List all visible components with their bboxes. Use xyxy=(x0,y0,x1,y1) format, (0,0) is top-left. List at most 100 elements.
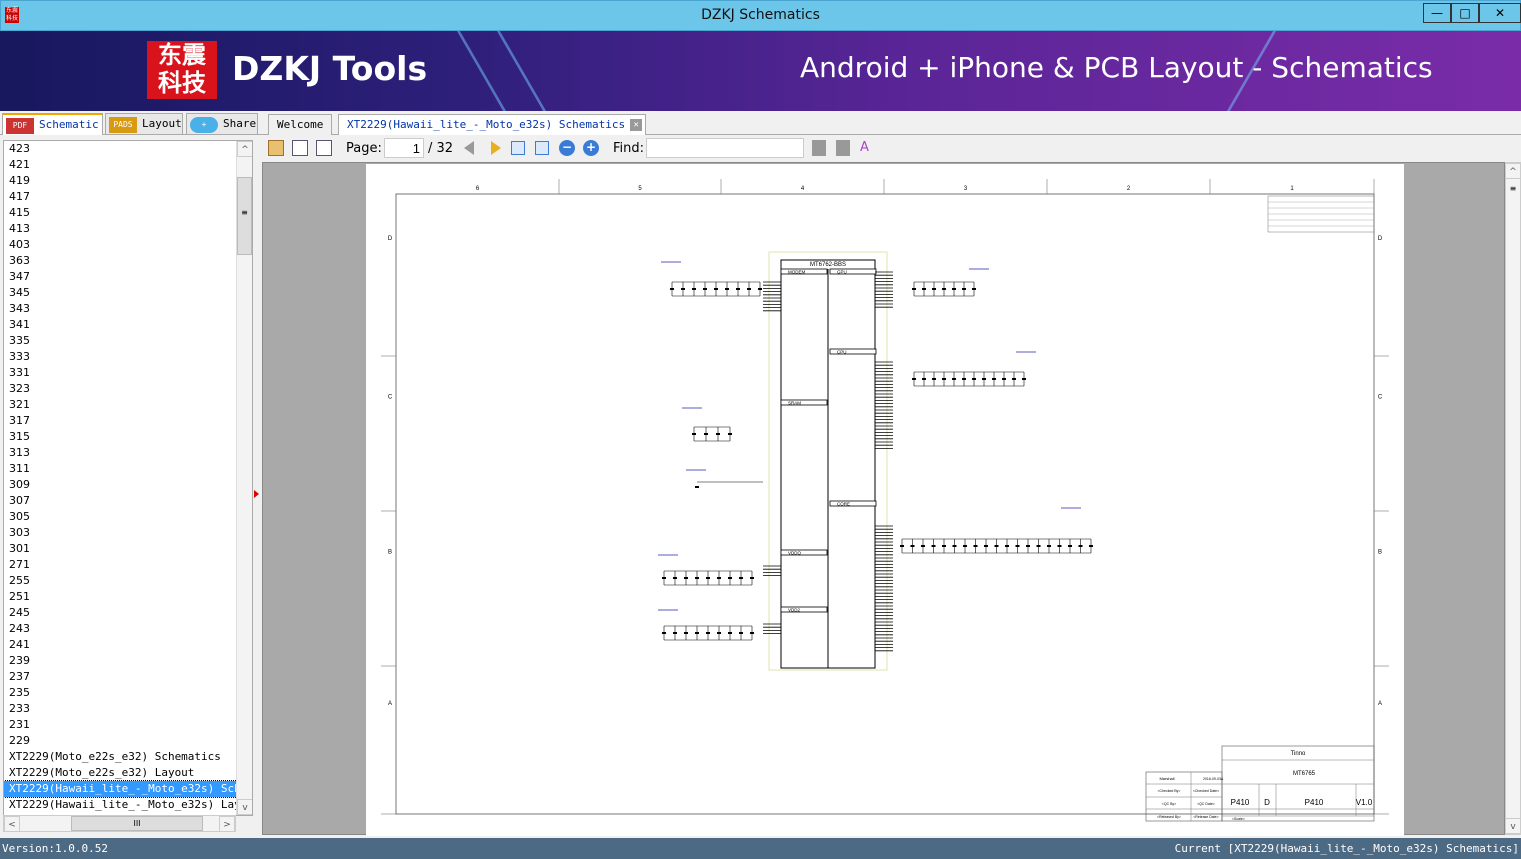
file-list: 423 421 419 417 415 413 403 363 347 345 343 341 335 3… xyxy=(4,141,238,813)
list-item[interactable]: 363 xyxy=(9,254,30,267)
capacitor xyxy=(684,577,688,579)
file-item[interactable]: XT2229(Hawaii_lite_-_Moto_e32s) Layout xyxy=(9,798,237,811)
list-item[interactable]: 331 xyxy=(9,366,30,379)
capacitor xyxy=(952,378,956,380)
capacitor xyxy=(1057,545,1062,547)
list-item[interactable]: 423 xyxy=(9,142,30,155)
list-item[interactable]: 233 xyxy=(9,702,30,715)
list-item[interactable]: 347 xyxy=(9,270,30,283)
title-block-text: V1.0 xyxy=(1356,798,1373,807)
list-item[interactable]: 313 xyxy=(9,446,30,459)
list-item[interactable]: 417 xyxy=(9,190,30,203)
capacitor xyxy=(716,433,720,435)
scroll-left-icon[interactable]: < xyxy=(4,816,20,832)
find-input[interactable] xyxy=(646,138,804,158)
list-item[interactable]: 343 xyxy=(9,302,30,315)
list-item[interactable]: 251 xyxy=(9,590,30,603)
tab-share[interactable]: +Share xyxy=(186,113,258,135)
list-item[interactable]: 241 xyxy=(9,638,30,651)
find-prev-icon[interactable] xyxy=(812,140,826,156)
toolbar: Page: / 32 − + Find: A xyxy=(262,135,1521,162)
list-item[interactable]: 413 xyxy=(9,222,30,235)
list-item[interactable]: 323 xyxy=(9,382,30,395)
list-item[interactable]: 315 xyxy=(9,430,30,443)
app-icon: 东震科技 xyxy=(5,7,19,23)
list-item[interactable]: 345 xyxy=(9,286,30,299)
border-frame xyxy=(395,193,1375,815)
open-icon[interactable] xyxy=(268,140,284,156)
scroll-thumb[interactable]: ≡ xyxy=(237,177,252,255)
list-item[interactable]: 419 xyxy=(9,174,30,187)
list-item[interactable]: 271 xyxy=(9,558,30,571)
maximize-button[interactable]: □ xyxy=(1451,3,1479,23)
fit-page-icon[interactable] xyxy=(535,141,549,155)
list-item[interactable]: 303 xyxy=(9,526,30,539)
vertical-scrollbar[interactable]: ^ ≡ v xyxy=(236,141,252,815)
capacitor xyxy=(739,632,743,634)
scroll-down-icon[interactable]: v xyxy=(237,799,252,815)
highlight-text-icon[interactable]: A xyxy=(860,140,869,155)
capacitor xyxy=(921,545,925,547)
horizontal-scrollbar[interactable]: < III > xyxy=(3,815,236,832)
capacitor xyxy=(728,632,732,634)
list-item[interactable]: 235 xyxy=(9,686,30,699)
list-item[interactable]: 231 xyxy=(9,718,30,731)
scroll-up-icon[interactable]: ^ xyxy=(1505,163,1521,179)
file-item[interactable]: XT2229(Moto_e22s_e32) Schematics xyxy=(9,750,221,763)
banner: 东震科技 DZKJ Tools Android + iPhone & PCB L… xyxy=(0,31,1521,111)
list-item[interactable]: 255 xyxy=(9,574,30,587)
list-item[interactable]: 403 xyxy=(9,238,30,251)
close-button[interactable]: ✕ xyxy=(1479,3,1521,23)
scroll-up-icon[interactable]: ^ xyxy=(237,141,252,157)
list-item[interactable]: 341 xyxy=(9,318,30,331)
file-item[interactable]: XT2229(Hawaii_lite_-_Moto_e32s) Schemati… xyxy=(4,780,238,798)
list-item[interactable]: 229 xyxy=(9,734,30,747)
list-item[interactable]: 301 xyxy=(9,542,30,555)
file-item[interactable]: XT2229(Moto_e22s_e32) Layout xyxy=(9,766,195,779)
capacitor xyxy=(994,545,999,547)
scroll-thumb[interactable]: III xyxy=(71,816,203,831)
close-tab-icon[interactable]: ✕ xyxy=(630,119,643,131)
capacitor xyxy=(942,288,946,290)
next-page-copy-icon[interactable] xyxy=(316,140,332,156)
list-item[interactable]: 243 xyxy=(9,622,30,635)
scroll-right-icon[interactable]: > xyxy=(219,816,235,832)
list-item[interactable]: 305 xyxy=(9,510,30,523)
capacitor xyxy=(962,288,966,290)
list-item[interactable]: 335 xyxy=(9,334,30,347)
fit-width-icon[interactable] xyxy=(511,141,525,155)
scroll-down-icon[interactable]: v xyxy=(1505,818,1521,834)
capacitor xyxy=(673,632,677,634)
list-item[interactable]: 321 xyxy=(9,398,30,411)
prev-page-icon[interactable] xyxy=(464,141,474,155)
collapse-arrow-icon[interactable] xyxy=(254,490,259,498)
next-page-icon[interactable] xyxy=(491,141,501,155)
list-item[interactable]: 415 xyxy=(9,206,30,219)
document-vertical-scrollbar[interactable]: ^ ≡ v xyxy=(1505,162,1521,835)
minimize-button[interactable]: — xyxy=(1423,3,1451,23)
list-item[interactable]: 333 xyxy=(9,350,30,363)
capacitor xyxy=(910,545,915,547)
list-item[interactable]: 237 xyxy=(9,670,30,683)
list-item[interactable]: 309 xyxy=(9,478,30,491)
column-label: 1 xyxy=(1290,186,1294,192)
title-block-text: <QC Date> xyxy=(1197,802,1215,806)
list-item[interactable]: 311 xyxy=(9,462,30,475)
list-item[interactable]: 307 xyxy=(9,494,30,507)
zoom-out-icon[interactable]: − xyxy=(559,140,575,156)
tab-welcome[interactable]: Welcome xyxy=(268,114,333,136)
list-item[interactable]: 239 xyxy=(9,654,30,667)
prev-page-copy-icon[interactable] xyxy=(292,140,308,156)
list-item[interactable]: 421 xyxy=(9,158,30,171)
list-item[interactable]: 245 xyxy=(9,606,30,619)
find-next-icon[interactable] xyxy=(836,140,850,156)
scroll-thumb[interactable]: ≡ xyxy=(1509,184,1517,193)
list-item[interactable]: 317 xyxy=(9,414,30,427)
zoom-in-icon[interactable]: + xyxy=(583,140,599,156)
page-input[interactable] xyxy=(384,138,424,158)
status-bar: Version:1.0.0.52 Current [XT2229(Hawaii_… xyxy=(0,838,1521,859)
tab-document[interactable]: XT2229(Hawaii_lite_-_Moto_e32s) Schemati… xyxy=(338,114,647,136)
